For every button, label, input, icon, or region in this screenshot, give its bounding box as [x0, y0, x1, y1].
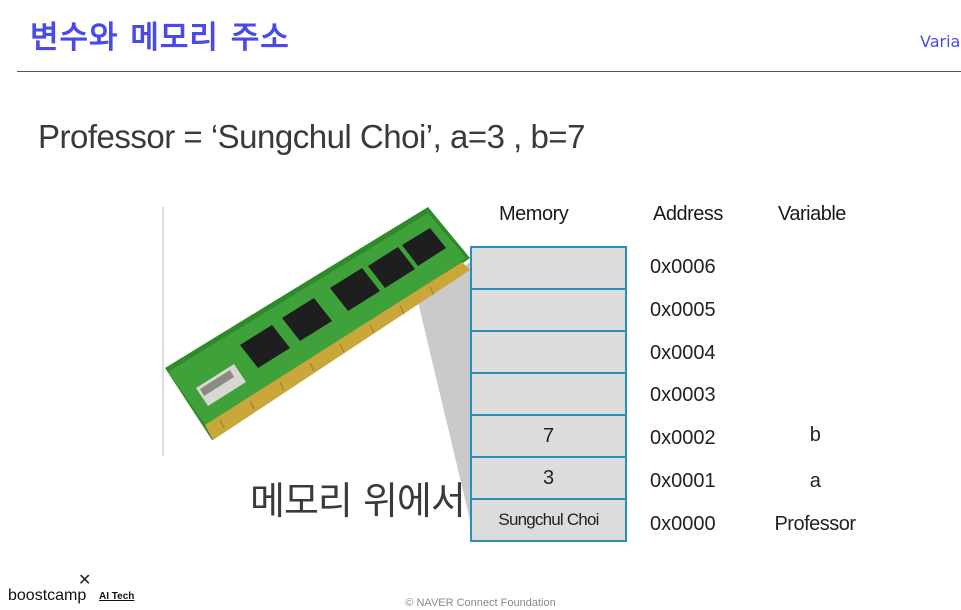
address-label: 0x0000 — [650, 513, 716, 535]
title-divider — [17, 71, 961, 72]
footer-copyright: © NAVER Connect Foundation — [405, 597, 556, 609]
section-tag: Variab — [920, 32, 961, 51]
address-label: 0x0004 — [650, 342, 716, 364]
address-label: 0x0005 — [650, 299, 716, 321]
memory-table: 7 3 Sungchul Choi — [470, 246, 627, 542]
address-column-header: Address — [653, 203, 723, 225]
memory-cell: 7 — [472, 416, 625, 458]
address-label: 0x0001 — [650, 470, 716, 492]
variable-label: a — [809, 470, 821, 492]
memory-cell — [472, 374, 625, 416]
memory-cell — [472, 332, 625, 374]
memory-cell — [472, 248, 625, 290]
variable-label: b — [809, 424, 821, 446]
logo-text: boostcamp — [8, 587, 87, 604]
slide-title: 변수와 메모리 주소 — [30, 20, 290, 56]
logo-subtext: AI Tech — [99, 591, 135, 602]
memory-caption: 메모리 위에서 — [250, 479, 466, 523]
address-label: 0x0006 — [650, 256, 716, 278]
boostcamp-logo: ✕ boostcamp AI Tech — [8, 570, 148, 610]
memory-column-header: Memory — [499, 203, 569, 225]
address-label: 0x0003 — [650, 384, 716, 406]
variable-column-header: Variable — [778, 203, 846, 225]
memory-cell: 3 — [472, 458, 625, 500]
address-label: 0x0002 — [650, 427, 716, 449]
assignment-statement: Professor = ‘Sungchul Choi’, a=3 , b=7 — [38, 118, 585, 155]
close-x-icon: ✕ — [78, 570, 92, 589]
memory-cell: Sungchul Choi — [472, 500, 625, 540]
variable-label: Professor — [774, 513, 856, 535]
memory-cell — [472, 290, 625, 332]
